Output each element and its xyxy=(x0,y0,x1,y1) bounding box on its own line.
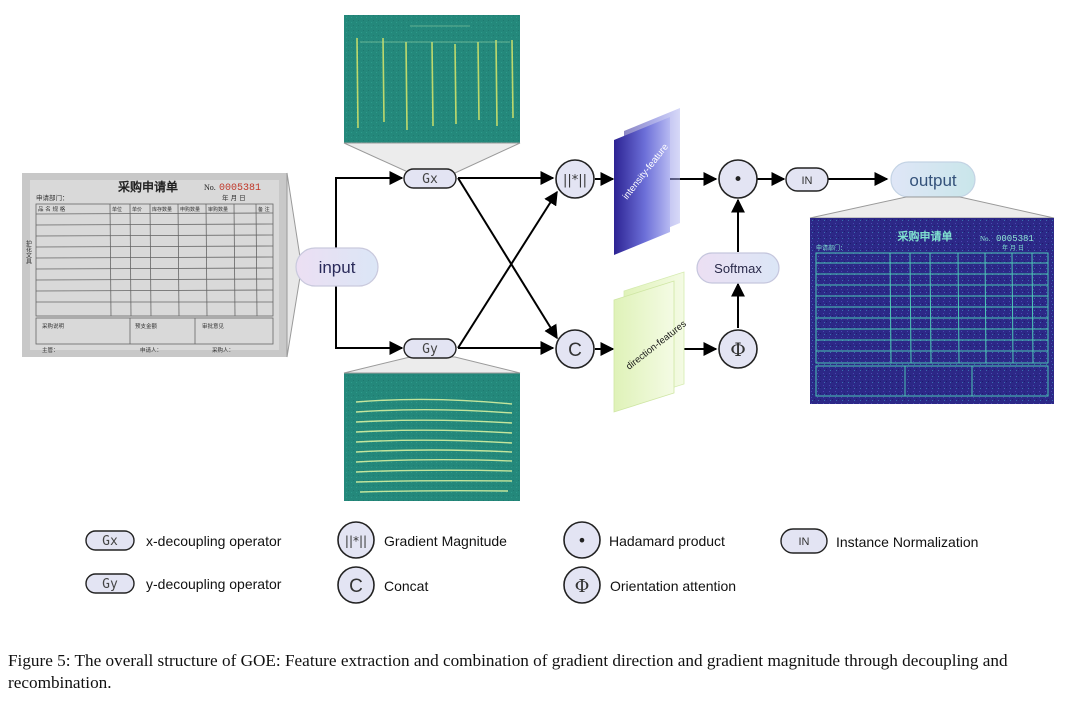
legend-phi: Φ Orientation attention xyxy=(563,566,736,604)
input-form-footer-right: 采购人： xyxy=(212,346,234,354)
arrow-input-to-gy xyxy=(335,286,404,355)
softmax-node: Softmax xyxy=(696,252,780,284)
input-form-header-request: 申购数量 xyxy=(180,206,200,213)
input-form-header-price: 单价 xyxy=(132,206,142,213)
figure-caption: Figure 5: The overall structure of GOE: … xyxy=(8,651,1008,692)
phi-node-label: Φ xyxy=(730,339,746,361)
in-node-label: IN xyxy=(802,175,813,187)
legend-gy-text: y-decoupling operator xyxy=(146,576,282,592)
output-funnel xyxy=(809,196,1055,219)
legend-gx-text: x-decoupling operator xyxy=(146,533,282,549)
gx-node-label: Gx xyxy=(422,172,438,187)
in-node: IN xyxy=(785,167,829,192)
input-document-image: 采购申请单 No. 0005381 申请部门： 年 月 日 xyxy=(22,173,287,357)
gy-node-label: Gy xyxy=(422,342,438,357)
output-form-title: 采购申请单 xyxy=(897,229,953,243)
input-form-headers: 品 名 规 格 xyxy=(38,205,66,213)
legend-phi-symbol: Φ xyxy=(575,576,590,597)
concat-node: C xyxy=(555,329,595,369)
legend-concat-text: Concat xyxy=(384,578,428,594)
input-form-no-label: No. xyxy=(204,183,216,192)
legend-hadamard-symbol: • xyxy=(577,531,586,550)
input-node-label: input xyxy=(319,258,356,277)
gy-node: Gy xyxy=(403,338,457,359)
input-form-purpose: 采购说明 xyxy=(42,322,65,330)
magnitude-node-label: ||*|| xyxy=(563,173,587,188)
gy-feature-image xyxy=(344,373,520,501)
legend-in-symbol: IN xyxy=(799,536,810,548)
input-form-title: 采购申请单 xyxy=(117,179,178,194)
concat-node-label: C xyxy=(568,340,582,361)
input-form-no-value: 0005381 xyxy=(219,183,261,194)
legend-in: IN Instance Normalization xyxy=(780,528,978,554)
legend-gx: Gx x-decoupling operator xyxy=(85,530,282,551)
output-form-no-value: 0005381 xyxy=(996,234,1034,244)
softmax-node-label: Softmax xyxy=(714,261,762,276)
intensity-feature-block: intensity-feature xyxy=(614,108,680,255)
input-form-footer-left: 主管： xyxy=(42,346,59,354)
legend-in-text: Instance Normalization xyxy=(836,534,978,550)
output-document-image: 采购申请单 No. 0005381 申请部门： 年 月 日 xyxy=(810,218,1054,404)
magnitude-node: ||*|| xyxy=(555,159,595,199)
input-form-header-note: 备 注 xyxy=(258,206,270,213)
legend-phi-text: Orientation attention xyxy=(610,578,736,594)
output-node-label: output xyxy=(909,171,957,190)
goe-diagram: 采购申请单 No. 0005381 申请部门： 年 月 日 xyxy=(22,15,1055,604)
legend-gx-symbol: Gx xyxy=(102,534,118,549)
input-form-header-unit: 单位 xyxy=(112,206,122,213)
gy-funnel xyxy=(343,356,521,374)
legend-magnitude-text: Gradient Magnitude xyxy=(384,533,507,549)
legend-magnitude-symbol: ||*|| xyxy=(345,534,367,548)
input-form-review: 审批意见 xyxy=(202,322,225,330)
legend-magnitude: ||*|| Gradient Magnitude xyxy=(337,521,507,559)
arrow-gy-to-magnitude xyxy=(457,190,558,349)
hadamard-node: • xyxy=(718,159,758,199)
input-node: input xyxy=(295,247,379,287)
legend-hadamard: • Hadamard product xyxy=(563,521,725,559)
phi-node: Φ xyxy=(718,329,758,369)
input-form-date: 年 月 日 xyxy=(222,193,246,202)
gx-feature-image xyxy=(344,15,520,143)
direction-feature-block: direction-features xyxy=(613,271,689,413)
output-form-no-label: No. xyxy=(980,235,991,243)
legend-hadamard-text: Hadamard product xyxy=(609,533,725,549)
input-form-dept: 申请部门： xyxy=(36,193,69,202)
legend: Gx x-decoupling operator Gy y-decoupling… xyxy=(85,521,978,604)
gx-node: Gx xyxy=(403,168,457,189)
hadamard-node-label: • xyxy=(733,170,743,190)
input-form-header-stock: 库存数量 xyxy=(152,206,172,213)
output-node: output xyxy=(890,161,976,198)
legend-concat: C Concat xyxy=(337,566,428,604)
arrow-gx-to-concat xyxy=(457,177,558,340)
input-form-budget: 预支金额 xyxy=(135,322,158,330)
legend-gy-symbol: Gy xyxy=(102,577,118,592)
output-form-date: 年 月 日 xyxy=(1002,244,1024,252)
output-form-dept: 申请部门： xyxy=(816,244,846,252)
input-form-side-label: 护花文具 xyxy=(25,239,32,265)
arrow-input-to-gx xyxy=(335,171,404,248)
legend-concat-symbol: C xyxy=(349,576,363,597)
legend-gy: Gy y-decoupling operator xyxy=(85,573,282,594)
input-form-footer-mid: 申请人： xyxy=(140,346,162,354)
input-form-header-approve: 审购数量 xyxy=(208,206,228,213)
